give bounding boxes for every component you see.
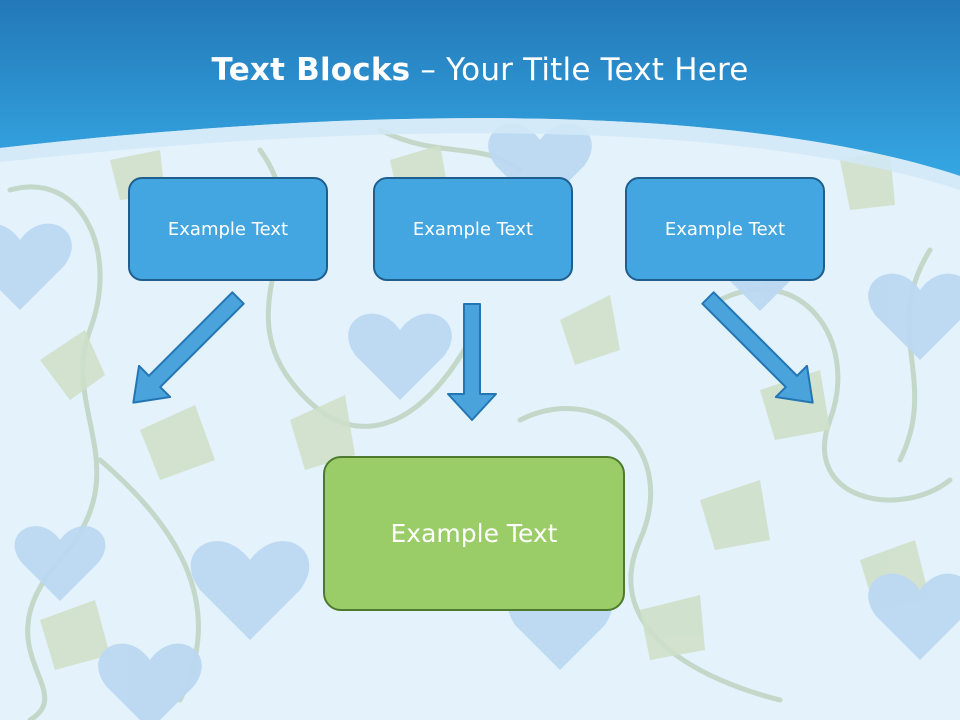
text-block-2[interactable]: Example Text [373, 177, 573, 281]
title-bold-part: Text Blocks [211, 52, 411, 88]
text-block-target[interactable]: Example Text [323, 456, 625, 611]
arrow-right [701, 291, 814, 404]
title-rest: Your Title Text Here [446, 52, 749, 88]
text-block-target-label: Example Text [390, 519, 558, 548]
text-block-1-label: Example Text [167, 218, 289, 240]
text-block-2-label: Example Text [412, 218, 534, 240]
slide-title: Text Blocks – Your Title Text Here [0, 52, 960, 88]
text-block-3-label: Example Text [664, 218, 786, 240]
title-separator: – [410, 52, 447, 88]
text-block-3[interactable]: Example Text [625, 177, 825, 281]
text-block-1[interactable]: Example Text [128, 177, 328, 281]
arrow-center [447, 303, 497, 421]
arrow-left [132, 291, 245, 404]
